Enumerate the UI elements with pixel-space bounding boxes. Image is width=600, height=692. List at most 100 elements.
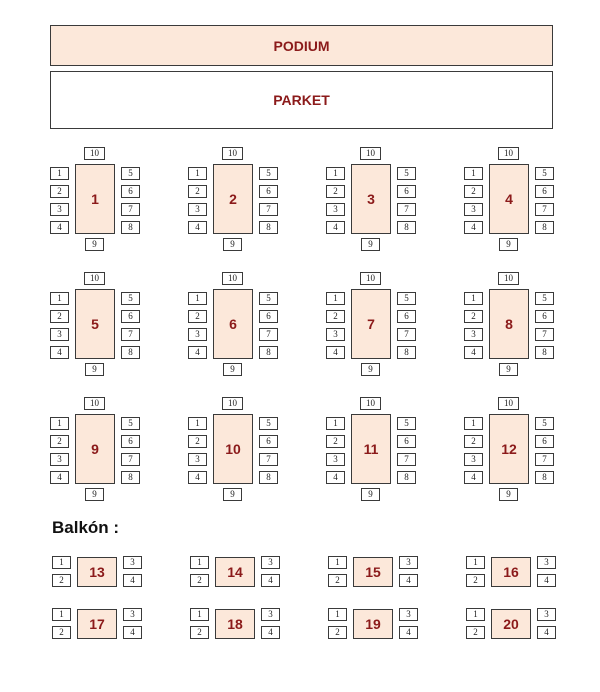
seat: 5 — [121, 417, 140, 430]
seat: 1 — [50, 292, 69, 305]
balkon-heading: Balkón : — [52, 518, 120, 537]
seat: 4 — [188, 471, 207, 484]
seat: 5 — [121, 167, 140, 180]
seat: 9 — [85, 363, 104, 376]
seat: 3 — [188, 453, 207, 466]
table-14: 14 — [215, 557, 255, 587]
seat: 3 — [537, 556, 556, 569]
seat: 9 — [361, 238, 380, 251]
seat: 3 — [50, 453, 69, 466]
seat: 5 — [259, 292, 278, 305]
table-2: 2 — [213, 164, 253, 234]
seat: 1 — [326, 292, 345, 305]
table-19: 19 — [353, 609, 393, 639]
seat: 2 — [326, 185, 345, 198]
seat: 6 — [259, 185, 278, 198]
seat: 3 — [261, 556, 280, 569]
parket-label: PARKET — [273, 92, 330, 108]
seat: 5 — [535, 417, 554, 430]
seat: 6 — [397, 310, 416, 323]
table-3: 3 — [351, 164, 391, 234]
seat: 2 — [190, 574, 209, 587]
seat: 7 — [259, 453, 278, 466]
table-13: 13 — [77, 557, 117, 587]
seat: 2 — [464, 310, 483, 323]
seat: 3 — [464, 203, 483, 216]
seat: 6 — [121, 310, 140, 323]
seat: 2 — [464, 435, 483, 448]
seat: 9 — [223, 238, 242, 251]
seat: 3 — [464, 453, 483, 466]
seat: 8 — [397, 471, 416, 484]
seat: 2 — [50, 185, 69, 198]
seat: 4 — [123, 574, 142, 587]
seat: 1 — [326, 167, 345, 180]
seat: 2 — [50, 435, 69, 448]
seat: 9 — [223, 488, 242, 501]
seat: 10 — [498, 147, 519, 160]
seat: 6 — [397, 185, 416, 198]
seat: 4 — [326, 471, 345, 484]
seat: 3 — [123, 608, 142, 621]
seat: 2 — [326, 435, 345, 448]
seat: 9 — [85, 238, 104, 251]
seat: 8 — [259, 346, 278, 359]
seat: 10 — [84, 147, 105, 160]
seat: 6 — [397, 435, 416, 448]
seat: 2 — [328, 574, 347, 587]
seat: 4 — [399, 626, 418, 639]
table-9: 9 — [75, 414, 115, 484]
seat: 7 — [397, 453, 416, 466]
seat: 8 — [121, 471, 140, 484]
table-1: 1 — [75, 164, 115, 234]
seat: 4 — [261, 626, 280, 639]
seat: 10 — [360, 397, 381, 410]
seat: 7 — [535, 453, 554, 466]
seat: 5 — [535, 292, 554, 305]
seat: 6 — [121, 435, 140, 448]
seat: 1 — [52, 608, 71, 621]
seat: 4 — [50, 346, 69, 359]
seat: 8 — [121, 221, 140, 234]
seat: 1 — [188, 292, 207, 305]
seat: 9 — [85, 488, 104, 501]
seat: 4 — [326, 221, 345, 234]
seat: 6 — [535, 185, 554, 198]
seat: 3 — [464, 328, 483, 341]
seat: 7 — [397, 203, 416, 216]
seat: 1 — [464, 292, 483, 305]
seat: 3 — [537, 608, 556, 621]
seat: 2 — [466, 626, 485, 639]
seat: 7 — [121, 328, 140, 341]
seat: 4 — [261, 574, 280, 587]
seat: 10 — [498, 272, 519, 285]
seat: 9 — [361, 363, 380, 376]
seat: 4 — [464, 471, 483, 484]
seat: 3 — [326, 203, 345, 216]
seat: 8 — [259, 221, 278, 234]
seat: 1 — [466, 556, 485, 569]
seat: 4 — [537, 626, 556, 639]
seat: 3 — [326, 328, 345, 341]
seat: 10 — [498, 397, 519, 410]
seat: 1 — [50, 167, 69, 180]
seat: 5 — [259, 417, 278, 430]
seat: 7 — [397, 328, 416, 341]
seat: 1 — [464, 417, 483, 430]
seat: 3 — [399, 608, 418, 621]
table-17: 17 — [77, 609, 117, 639]
table-11: 11 — [351, 414, 391, 484]
table-10: 10 — [213, 414, 253, 484]
seat: 10 — [222, 272, 243, 285]
podium-label: PODIUM — [273, 37, 330, 54]
seat: 4 — [464, 221, 483, 234]
seat: 6 — [259, 435, 278, 448]
seat: 5 — [259, 167, 278, 180]
seat: 10 — [360, 147, 381, 160]
seat: 10 — [84, 397, 105, 410]
seat: 4 — [537, 574, 556, 587]
seat: 1 — [328, 556, 347, 569]
seat: 7 — [535, 328, 554, 341]
seat: 5 — [121, 292, 140, 305]
seat: 10 — [222, 147, 243, 160]
